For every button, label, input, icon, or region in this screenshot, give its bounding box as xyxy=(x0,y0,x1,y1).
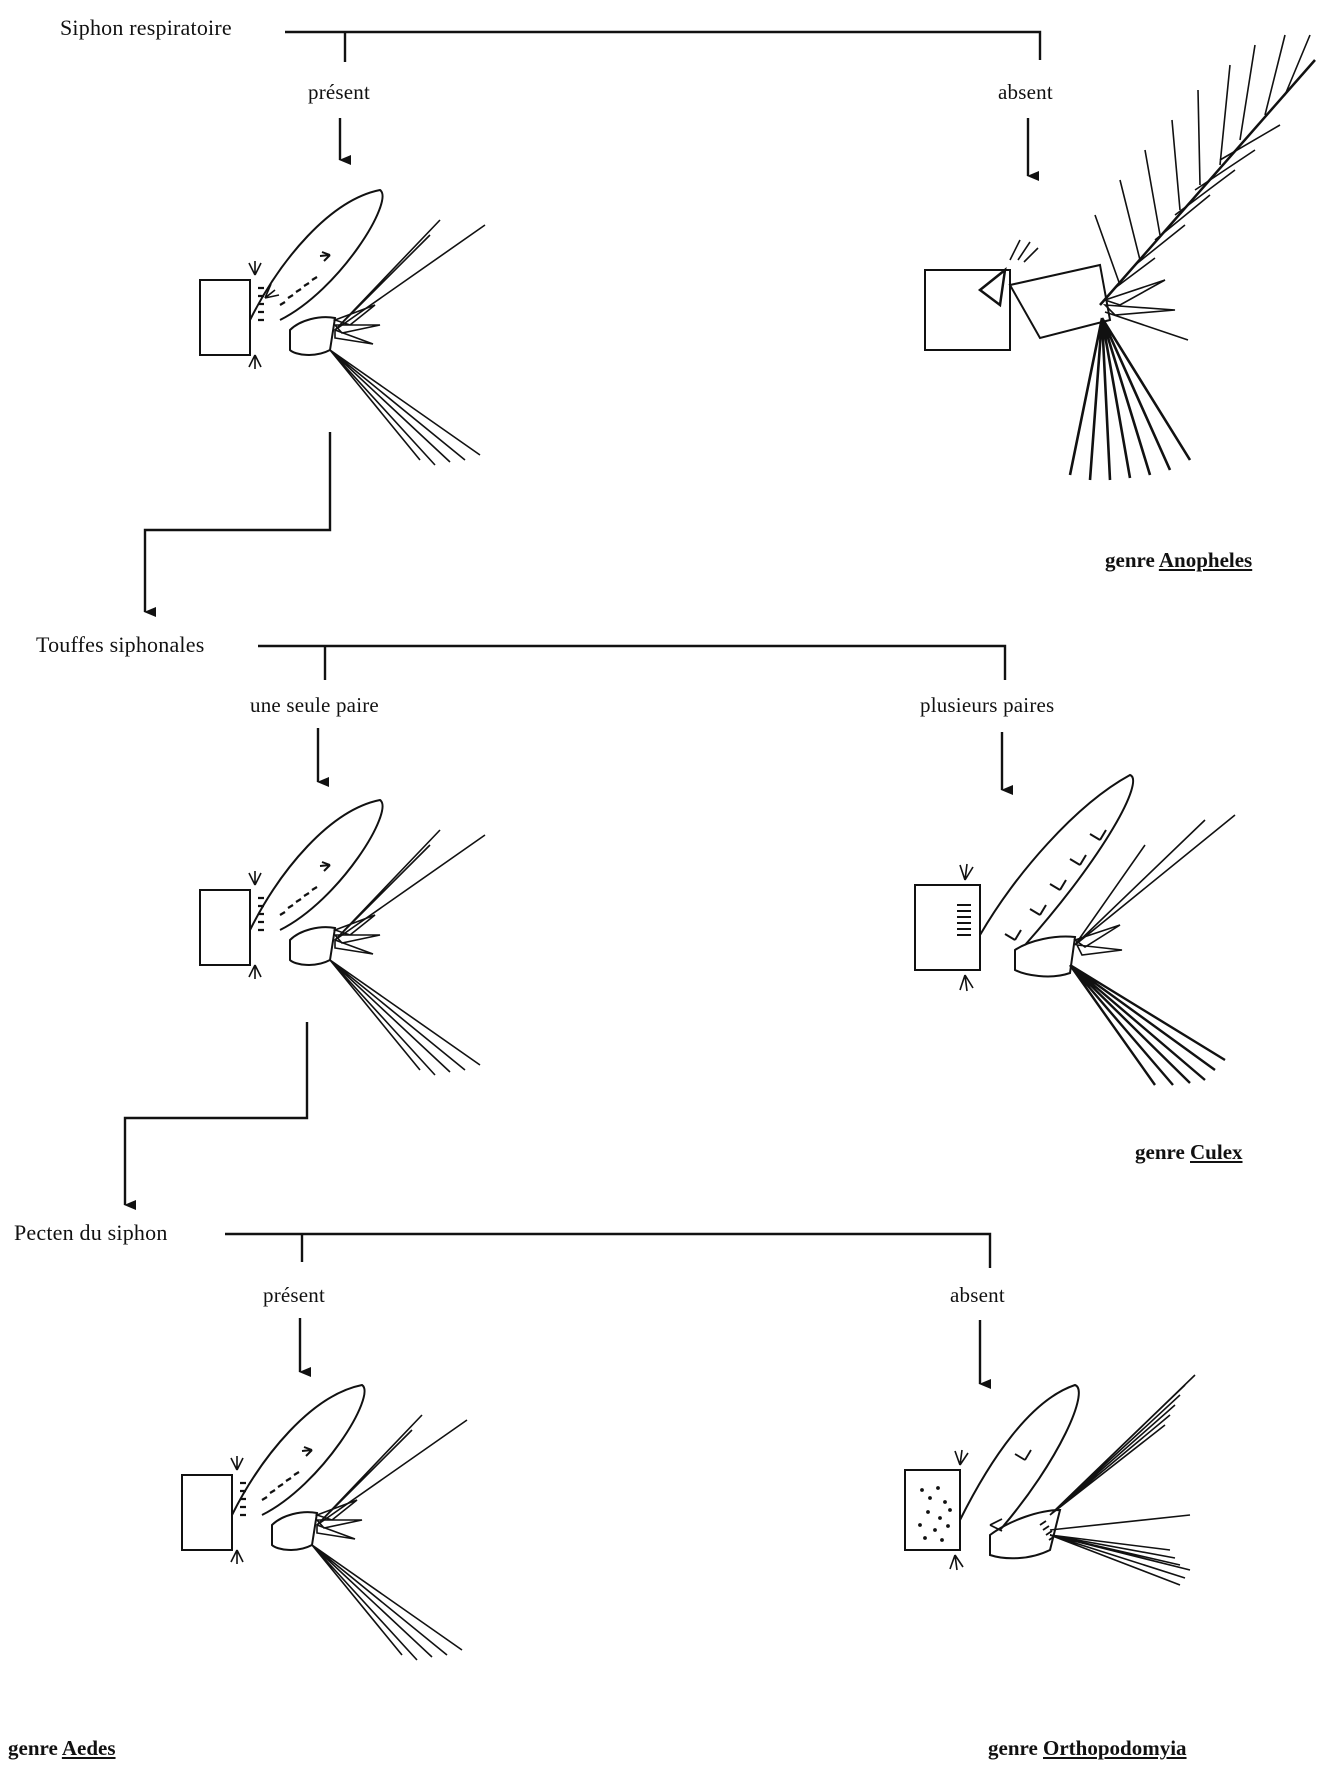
genre-name-anopheles: Anopheles xyxy=(1158,548,1253,572)
larva-culex-figure xyxy=(905,765,1265,1110)
option-pecten-absent: absent xyxy=(950,1283,1005,1307)
genre-name-culex: Culex xyxy=(1190,1140,1243,1164)
level3-bracket xyxy=(225,1232,992,1268)
genre-name-aedes: Aedes xyxy=(61,1736,116,1760)
result-aedes: genre Aedes xyxy=(8,1736,116,1761)
genre-name-orthopodomyia: Orthopodomyia xyxy=(1043,1736,1187,1760)
option-pecten-present: présent xyxy=(263,1283,326,1307)
question-pecten-du-siphon: Pecten du siphon xyxy=(14,1220,168,1245)
option-siphon-present: présent xyxy=(308,80,371,104)
result-culex: genre Culex xyxy=(1135,1140,1243,1165)
option-une-seule-paire: une seule paire xyxy=(250,693,379,717)
larva-orthopodomyia-figure xyxy=(900,1340,1240,1645)
larva-aedes-figure xyxy=(172,1375,492,1680)
genre-prefix: genre xyxy=(8,1736,58,1760)
option-plusieurs-paires: plusieurs paires xyxy=(920,693,1055,717)
genre-prefix: genre xyxy=(1105,548,1155,572)
result-anopheles: genre Anopheles xyxy=(1105,548,1252,573)
larva-anopheles-figure xyxy=(920,20,1320,505)
result-orthopodomyia: genre Orthopodomyia xyxy=(988,1736,1187,1761)
link-2-3 xyxy=(123,1022,309,1210)
link-1-2 xyxy=(143,432,332,617)
option-siphon-absent: absent xyxy=(998,80,1053,104)
level2-bracket xyxy=(258,644,1007,680)
larva-level2-left-figure xyxy=(190,790,510,1095)
genre-prefix: genre xyxy=(988,1736,1038,1760)
question-touffes-siphonales: Touffes siphonales xyxy=(36,632,205,657)
genre-prefix: genre xyxy=(1135,1140,1185,1164)
larva-siphon-present-figure xyxy=(190,180,510,485)
question-siphon-respiratoire: Siphon respiratoire xyxy=(60,15,232,40)
level1-bracket xyxy=(285,30,1042,60)
